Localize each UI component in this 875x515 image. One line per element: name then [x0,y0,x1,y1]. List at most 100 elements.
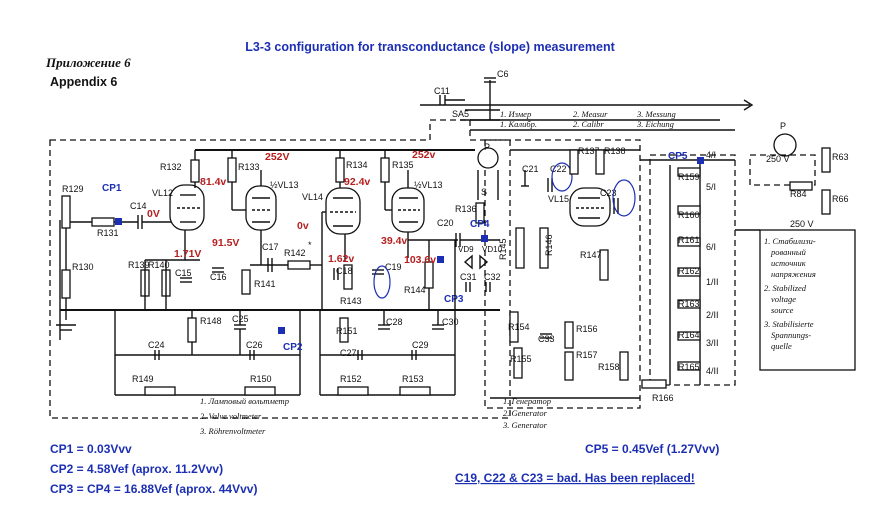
r137-label: R137 [578,146,600,156]
vl15-label: VL15 [548,194,569,204]
vl13b-label: ½VL13 [414,180,443,190]
r150-label: R150 [250,374,272,384]
note-cp2: CP2 = 4.58Vef (aprox. 11.2Vvv) [50,462,223,476]
r131-resistor [91,217,115,227]
note-cp3: CP3 = CP4 = 16.88Vef (aprox. 44Vvv) [50,482,257,496]
r132-resistor [190,159,200,183]
vl12-label: VL12 [152,188,173,198]
range-6-1: 6/I [706,242,716,252]
appendix-ru: Приложение 6 [45,55,131,70]
switch-sa5: C11 C6 SA5 1. Измер 2. Measur 3. Messung… [434,69,754,129]
c17-label: C17 [262,242,279,252]
r145-resistor [515,227,525,269]
r150-resistor [244,386,276,396]
cp1-marker [115,218,122,225]
r158-resistor [619,351,629,381]
r66-label: R66 [832,194,849,204]
sa5-label: SA5 [452,109,469,119]
r134-resistor [335,157,345,183]
r141-resistor [241,269,251,295]
r130-label: R130 [72,262,94,272]
r159-resistor [677,167,701,177]
voltage-92-4: 92.4v [344,176,370,188]
r139-label: R139 [128,260,150,270]
cp3-label: CP3 [444,294,464,305]
cp4-label: CP4 [470,219,490,230]
r155-resistor [513,347,523,379]
power-line-8: Spannungs- [771,330,811,340]
r135-label: R135 [392,160,414,170]
power-block: 250 V 1. Стабилизи- рованный источник на… [735,219,856,371]
c29-label: C29 [412,340,429,350]
r134-label: R134 [346,160,368,170]
r156-resistor [564,321,574,349]
r162-resistor [677,267,701,277]
c24-label: C24 [148,340,165,350]
voltage-91-5: 91.5V [212,237,239,249]
r63-resistor [821,147,831,173]
c28-label: C28 [386,317,403,327]
range-1-2: 1/II [706,277,719,287]
switch-item-measure-de: 3. Messung [636,109,676,119]
range-4-1: 4/I [706,150,716,160]
switch-item-calib-de: 3. Eichung [636,119,674,129]
generator-legend: 1. Генератор 2. Generator 3. Generator [502,396,551,430]
cp5-marker [697,157,704,164]
top-rails [60,104,750,396]
r144-label: R144 [404,285,426,295]
r161-label: R161 [678,235,700,245]
range-2-2: 2/II [706,310,719,320]
cp2-marker [278,327,285,334]
r147-label: R147 [580,250,602,260]
voltmeter-de: 3. Röhrenvoltmeter [199,426,266,436]
c33-label: C33 [538,334,555,344]
range-switch-outline [649,154,736,386]
c14-label: C14 [130,201,147,211]
r161-resistor [677,237,701,247]
r149-resistor [144,386,176,396]
vl13-label: ½VL13 [270,180,299,190]
range-switch-ladder: R159 R160 R161 R162 R163 R164 R165 4/I 5… [641,150,719,403]
r151-resistor [339,317,349,343]
r151-label: R151 [336,326,358,336]
c21-label: C21 [522,164,539,174]
r84-resistor [789,181,813,191]
power-line-0: 1. Стабилизи- [764,236,816,246]
r154-label: R154 [508,322,530,332]
r136-label: R136 [455,204,477,214]
c6-label: C6 [497,69,509,79]
vl14-label: VL14 [302,192,323,202]
switch-item-calib-en: 2. Calibr [573,119,604,129]
c20-label: C20 [437,218,454,228]
r138-resistor [595,149,605,175]
range-4-2: 4/II [706,366,719,376]
r136-resistor [475,202,485,224]
r153-label: R153 [402,374,424,384]
generator-de: 3. Generator [502,420,548,430]
tube-vl12: VL12 R132 R139 R140 C15 [128,150,205,310]
stage2-bias-network: R151 C28 C30 C27 C29 R152 R153 [319,310,459,396]
r143-resistor [343,264,353,290]
r165-resistor [677,361,701,371]
range-3-2: 3/II [706,338,719,348]
r142-label: R142 [284,248,306,258]
power-line-1: рованный [770,247,807,257]
r160-label: R160 [678,210,700,220]
r153-resistor [399,386,431,396]
voltage-81-4: 81.4v [200,176,226,188]
range-5-1: 5/I [706,182,716,192]
r130-resistor [61,269,71,299]
stage1-bias-network: R148 C25 C24 C26 R149 R150 [114,310,301,396]
voltmeter-legend: 1. Ламповый вольтметр 2. Valve voltmeter… [199,396,289,436]
r133-label: R133 [238,162,260,172]
voltage-252-right: 252v [412,149,436,161]
voltage-39-4: 39.4v [381,235,407,247]
r148-resistor [187,317,197,343]
c27-label: C27 [340,348,357,358]
r146-label: R146 [544,234,554,256]
voltage-252-left: 252V [265,151,290,163]
switch-item-measure-en: 2. Measur [573,109,608,119]
appendix-en: Appendix 6 [50,75,117,89]
r159-label: R159 [678,172,700,182]
r163-resistor [677,299,701,309]
